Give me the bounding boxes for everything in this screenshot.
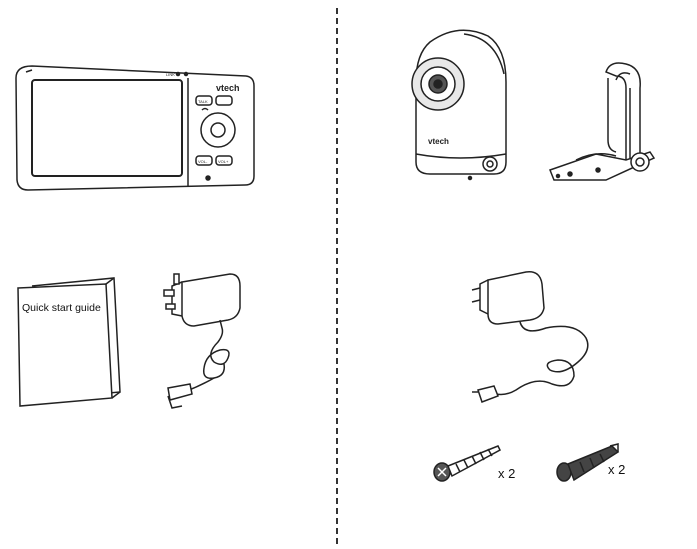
camera-brand: vtech (428, 137, 449, 146)
anchors-quantity: x 2 (608, 462, 626, 477)
quick-start-guide-label: Quick start guide (22, 302, 101, 314)
link-indicator: LINK — (166, 72, 180, 77)
talk-button-label: TALK (198, 99, 208, 104)
vol-up-button-label: VOL+ (218, 159, 229, 164)
wall-screw (433, 445, 501, 482)
quick-start-guide-booklet (17, 277, 121, 407)
wall-mount-bracket (549, 62, 656, 181)
baby-unit-camera: vtech (411, 29, 507, 181)
parent-unit-brand: vtech (216, 83, 240, 93)
parent-unit-monitor: vtech LINK — TALK VOL- VOL+ (15, 65, 255, 191)
baby-unit-power-adapter (471, 271, 589, 403)
section-divider (336, 8, 338, 544)
vol-down-button-label: VOL- (198, 159, 208, 164)
parent-unit-power-adapter (163, 273, 241, 409)
screws-quantity: x 2 (498, 466, 516, 481)
wall-anchor (556, 443, 620, 482)
